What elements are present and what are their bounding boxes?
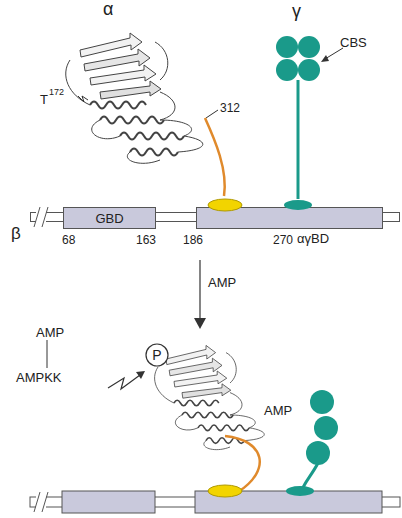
alpha-binding-site	[208, 199, 242, 211]
activation-line	[47, 340, 48, 368]
residue-number: 270	[273, 234, 293, 246]
subunit-label: α	[103, 0, 113, 18]
alpha-ribbon	[155, 345, 265, 449]
gbd-box: GBD	[63, 207, 156, 229]
arrow-head	[321, 55, 329, 62]
break-mark	[42, 207, 48, 227]
ligand-label: AMP	[36, 326, 64, 339]
node-text: P	[145, 343, 169, 367]
gamma-binding-site	[286, 486, 314, 496]
cbs-domain	[276, 36, 298, 58]
ligand-label: AMP	[264, 404, 292, 417]
cbs-domain	[276, 59, 298, 81]
break-mark	[42, 492, 48, 512]
residue-number: 312	[220, 102, 240, 114]
cbs-domain	[298, 36, 320, 58]
transition-arrow	[199, 260, 200, 318]
residue-number: 68	[62, 234, 75, 246]
agbd-box: αγBD	[196, 207, 383, 229]
gamma-binding-site	[284, 200, 312, 210]
residue-label: T	[40, 93, 48, 106]
cbs-domain	[310, 390, 334, 414]
cbs-domain	[298, 59, 320, 81]
break-mark	[34, 207, 40, 227]
domain-label: CBS	[340, 36, 367, 49]
gbd-box	[62, 491, 155, 513]
arrow-head	[136, 371, 145, 379]
break-gap	[36, 209, 46, 225]
ligand-label: AMP	[208, 276, 236, 289]
beta-bar: βGBDαγBD	[30, 212, 400, 222]
cbs-domain	[306, 441, 330, 465]
linker-tether	[225, 436, 260, 492]
zigzag-arrow	[108, 375, 140, 389]
residue-number: 186	[183, 234, 203, 246]
node-text: GBD	[64, 208, 155, 228]
arrow-head	[194, 318, 206, 329]
subunit-label: γ	[292, 2, 301, 20]
cbs-domain	[314, 416, 338, 440]
phosphate-circle: P	[145, 343, 169, 367]
residue-number: 163	[136, 234, 156, 246]
cbs-pointer	[325, 48, 343, 59]
gamma-stem	[297, 80, 300, 199]
residue-number: 172	[49, 88, 64, 97]
kinase-label: AMPKK	[16, 371, 62, 384]
linker-tether	[205, 118, 225, 196]
leader-line	[206, 110, 218, 118]
t172-side-chain	[78, 96, 88, 102]
break-mark	[34, 492, 40, 512]
node-text: β	[11, 225, 21, 242]
alpha-binding-site	[208, 485, 242, 497]
node-text: αγBD	[297, 232, 329, 245]
alpha-ribbon	[66, 33, 203, 163]
